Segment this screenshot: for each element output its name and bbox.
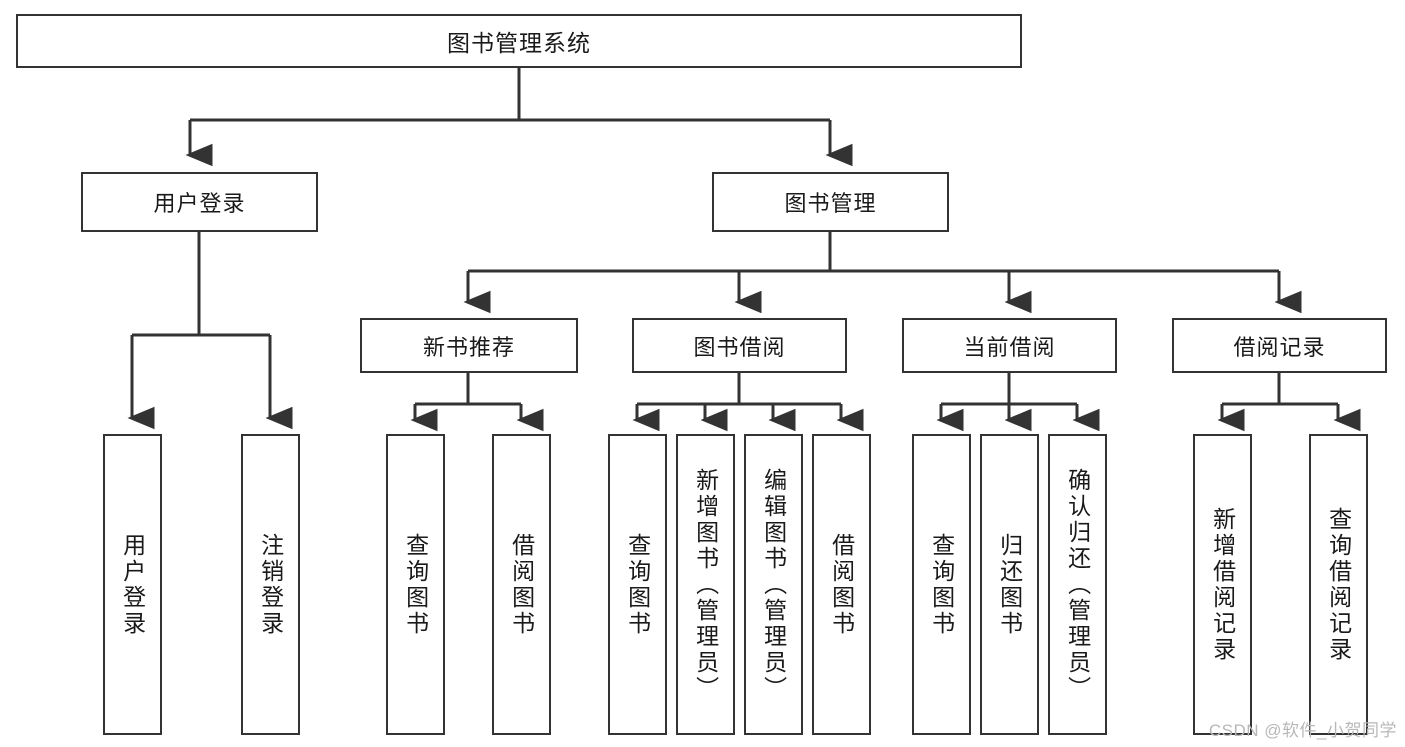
leaf-borrow-edit-book-admin[interactable]: 编辑图书（管理员） bbox=[744, 434, 803, 735]
leaf-recommend-query-book[interactable]: 查询图书 bbox=[386, 434, 445, 735]
node-book-borrow[interactable]: 图书借阅 bbox=[632, 318, 847, 373]
node-current-borrow[interactable]: 当前借阅 bbox=[902, 318, 1117, 373]
node-book-manage[interactable]: 图书管理 bbox=[712, 172, 949, 232]
csdn-watermark: CSDN @软件_小贺同学 bbox=[1208, 721, 1397, 740]
leaf-current-return-book[interactable]: 归还图书 bbox=[980, 434, 1039, 735]
leaf-borrow-query-book[interactable]: 查询图书 bbox=[608, 434, 667, 735]
leaf-borrow-borrow-book[interactable]: 借阅图书 bbox=[812, 434, 871, 735]
leaf-current-confirm-return-admin[interactable]: 确认归还（管理员） bbox=[1048, 434, 1107, 735]
leaf-logout-login[interactable]: 注销登录 bbox=[241, 434, 300, 735]
leaf-record-add-record[interactable]: 新增借阅记录 bbox=[1193, 434, 1252, 735]
node-user-login[interactable]: 用户登录 bbox=[81, 172, 318, 232]
node-root-system[interactable]: 图书管理系统 bbox=[16, 14, 1022, 68]
node-new-book-recommend[interactable]: 新书推荐 bbox=[360, 318, 578, 373]
node-borrow-record[interactable]: 借阅记录 bbox=[1172, 318, 1387, 373]
leaf-recommend-borrow-book[interactable]: 借阅图书 bbox=[492, 434, 551, 735]
leaf-record-query-record[interactable]: 查询借阅记录 bbox=[1309, 434, 1368, 735]
leaf-current-query-book[interactable]: 查询图书 bbox=[912, 434, 971, 735]
leaf-user-login[interactable]: 用户登录 bbox=[103, 434, 162, 735]
leaf-borrow-add-book-admin[interactable]: 新增图书（管理员） bbox=[676, 434, 735, 735]
